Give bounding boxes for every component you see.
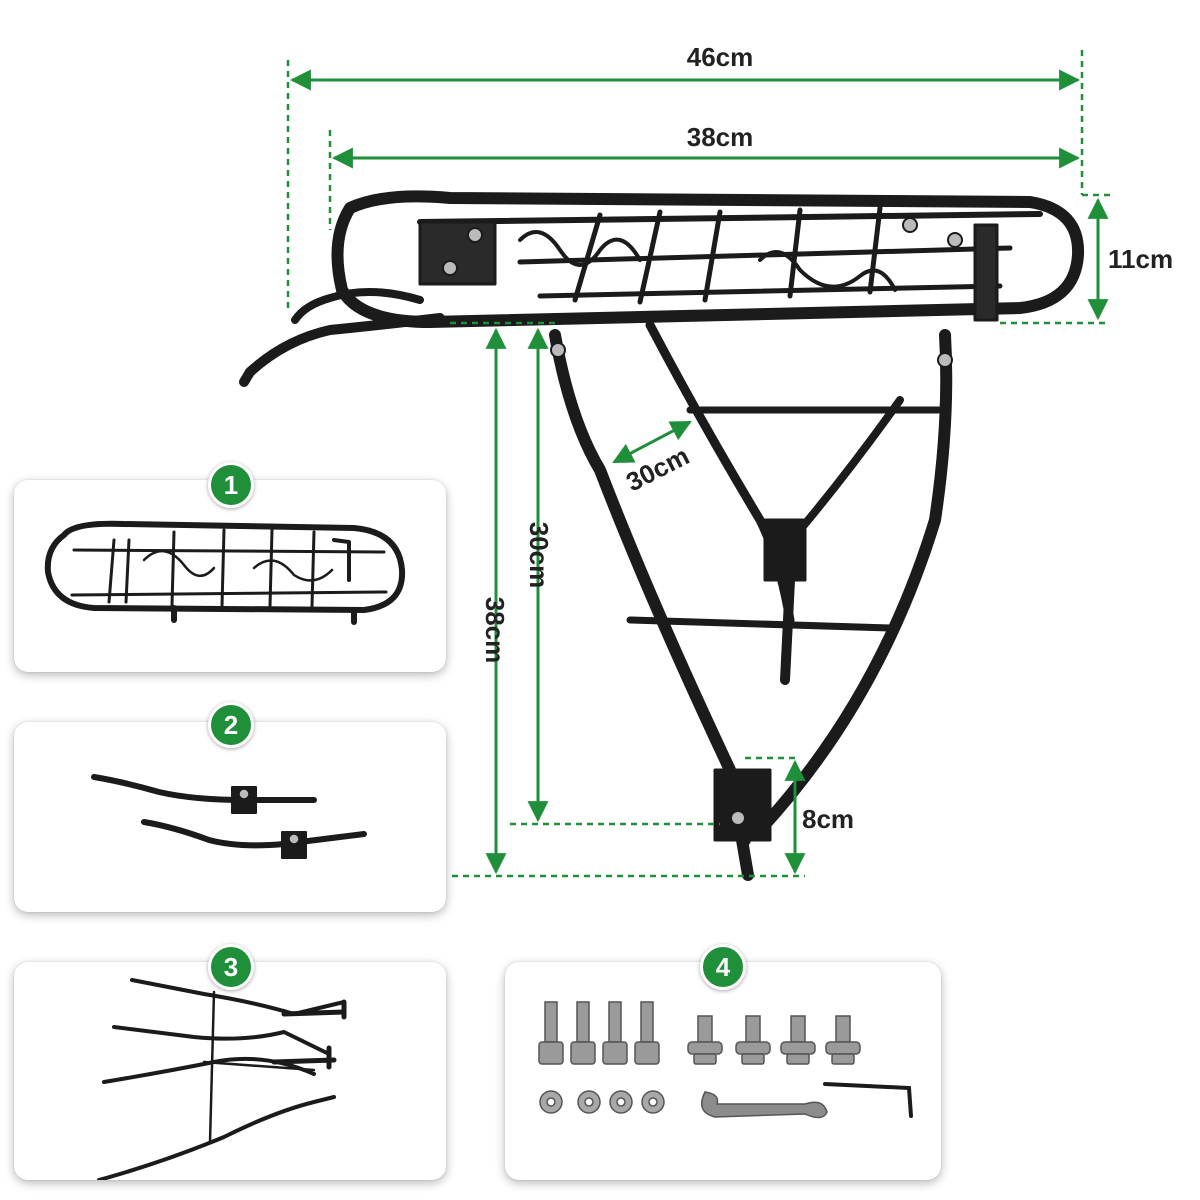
- mounting-arms-icon: [91, 774, 367, 859]
- rack-platform-icon: [44, 520, 406, 625]
- label-30cm-diag: 30cm: [621, 440, 694, 497]
- part-card-4: [505, 962, 941, 1180]
- hardware-kit-icon: [538, 1001, 913, 1119]
- support-legs-icon: [97, 978, 347, 1180]
- rear-rack-illustration: [239, 190, 1085, 881]
- part-card-3: [14, 962, 446, 1180]
- part-badge-3: 3: [208, 944, 254, 990]
- nut-icon: [539, 1090, 665, 1114]
- label-11cm: 11cm: [1108, 244, 1173, 274]
- label-30cm-vert: 30cm: [524, 522, 554, 589]
- dimension-lines: [286, 50, 1110, 878]
- label-38cm-vert: 38cm: [480, 597, 510, 664]
- part-card-2: [14, 722, 446, 912]
- part-badge-1: 1: [208, 462, 254, 508]
- flange-bolt-icon: [687, 1015, 861, 1065]
- part-card-1: [14, 480, 446, 672]
- label-46cm: 46cm: [687, 42, 754, 72]
- part-badge-2: 2: [208, 702, 254, 748]
- wrench-icon: [700, 1091, 828, 1119]
- dim-line-30cm-diag: [612, 420, 692, 464]
- label-38cm-top: 38cm: [687, 122, 754, 152]
- hex-key-icon: [823, 1082, 913, 1118]
- part-badge-4: 4: [700, 944, 746, 990]
- label-8cm: 8cm: [802, 804, 854, 834]
- long-bolt-icon: [538, 1001, 660, 1065]
